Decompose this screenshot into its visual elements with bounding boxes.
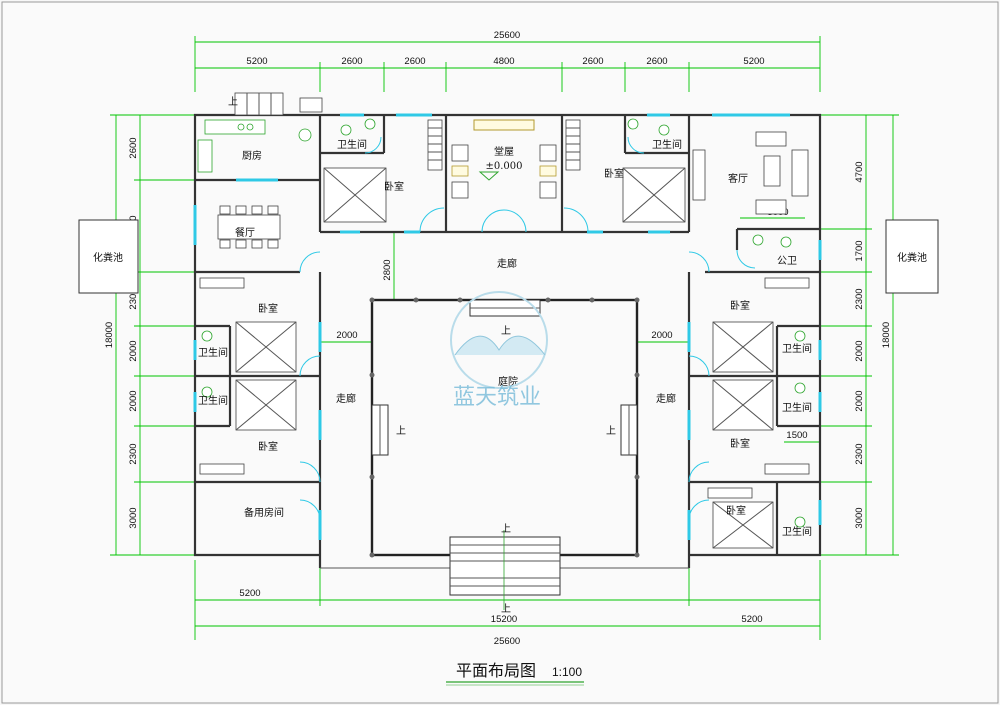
dim-top-total: 25600	[494, 30, 520, 41]
room-bath-left-2: 卫生间	[198, 394, 228, 407]
dim-left-5: 2000	[128, 390, 139, 411]
room-bath-top-right: 卫生间	[652, 138, 682, 151]
up-marker-courtyard-top: 上	[501, 325, 511, 337]
septic-tank-left	[78, 219, 139, 294]
dim-top-7: 5200	[743, 56, 764, 67]
bed-top-right	[622, 167, 686, 223]
dim-inner-bath: 1500	[786, 430, 807, 441]
drawing-scale: 1:100	[552, 665, 582, 679]
septic-left-label: 化粪池	[93, 251, 123, 264]
up-marker-courtyard-left: 上	[396, 425, 406, 437]
room-bedroom-left-2: 卧室	[258, 440, 278, 453]
courtyard-columns	[369, 297, 640, 558]
room-corridor-left: 走廊	[336, 392, 356, 405]
dim-bottom-right: 5200	[741, 614, 762, 625]
dim-right-total: 18000	[881, 322, 892, 348]
dim-left-total: 18000	[104, 322, 115, 348]
bed-left-2	[235, 379, 297, 431]
room-bath-left-1: 卫生间	[198, 346, 228, 359]
dim-top-6: 2600	[646, 56, 667, 67]
up-marker-courtyard-right: 上	[606, 425, 616, 437]
room-living: 客厅	[728, 172, 748, 185]
wing-bath-fixtures	[201, 330, 806, 528]
room-bedroom-right-1: 卧室	[730, 299, 750, 312]
bed-top-left	[323, 167, 387, 223]
exterior-stair	[234, 92, 323, 116]
dim-top-5: 2600	[582, 56, 603, 67]
dim-right-texts: 4700 1700 2300 2000 2000 2300 3000 18000	[854, 161, 892, 528]
watermark-logo	[450, 291, 548, 389]
room-bedroom-left-1: 卧室	[258, 302, 278, 315]
room-bedroom-top-right: 卧室	[604, 167, 624, 180]
up-marker-entrance-top: 上	[501, 523, 511, 535]
dim-top-2: 2600	[341, 56, 362, 67]
watermark-text: 蓝天筑业	[453, 385, 541, 410]
kitchen-fixtures	[197, 119, 312, 173]
dim-left-4: 2000	[128, 340, 139, 361]
room-courtyard: 庭院	[498, 375, 518, 388]
dimension-lines	[110, 36, 899, 640]
wardrobe-top-left	[427, 119, 443, 171]
room-spare: 备用房间	[244, 506, 284, 519]
dim-right-1: 4700	[854, 161, 865, 182]
up-marker-entrance-bottom: 上	[501, 603, 511, 615]
room-bedroom-right-3: 卧室	[726, 504, 746, 517]
room-kitchen: 厨房	[242, 149, 262, 162]
room-main-hall: 堂屋	[494, 146, 514, 158]
room-dining: 餐厅	[235, 226, 255, 239]
room-bath-right-2: 卫生间	[782, 401, 812, 414]
dim-left-3: 2300	[128, 288, 139, 309]
room-bedroom-right-2: 卧室	[730, 437, 750, 450]
room-bath-right-3: 卫生间	[782, 525, 812, 538]
top-bath-fixtures	[340, 118, 670, 136]
room-bedroom-top-left: 卧室	[384, 180, 404, 193]
septic-tank-right	[885, 219, 939, 294]
septic-right-label: 化粪池	[897, 251, 927, 264]
dim-top-3: 2600	[404, 56, 425, 67]
dim-inner-top-corridor: 2800	[382, 259, 393, 280]
bed-right-2	[712, 379, 774, 431]
room-corridor-top: 走廊	[497, 257, 517, 270]
drawing-title: 平面布局图	[456, 661, 536, 680]
bed-right-1	[712, 321, 774, 373]
dim-left-7: 3000	[128, 507, 139, 528]
dining-table	[217, 205, 281, 249]
dim-inner-right-corridor: 2000	[651, 330, 672, 341]
dim-top-4: 4800	[493, 56, 514, 67]
living-sofa	[692, 131, 809, 215]
bed-right-3	[712, 501, 774, 549]
dim-inner-left-corridor: 2000	[336, 330, 357, 341]
dim-left-1: 2600	[128, 137, 139, 158]
room-bath-right-1: 卫生间	[782, 342, 812, 355]
dim-right-6: 2300	[854, 443, 865, 464]
room-public-wc: 公卫	[777, 256, 797, 267]
dim-right-4: 2000	[854, 340, 865, 361]
elevation-mark: ±0.000	[485, 161, 522, 172]
windows	[193, 113, 822, 540]
dim-right-7: 3000	[854, 507, 865, 528]
room-corridor-right: 走廊	[656, 392, 676, 405]
dim-left-6: 2300	[128, 443, 139, 464]
dim-top-1: 5200	[246, 56, 267, 67]
courtyard-steps	[371, 299, 638, 456]
dim-right-3: 2300	[854, 288, 865, 309]
room-bath-top-left: 卫生间	[337, 138, 367, 151]
dim-bottom-mid: 15200	[491, 614, 517, 625]
dim-bottom-total: 25600	[494, 636, 520, 647]
public-wc-fixtures	[752, 234, 792, 248]
wardrobe-top-right	[565, 119, 581, 171]
up-marker-stair: 上	[228, 96, 238, 108]
bed-left-1	[235, 321, 297, 373]
wing-wardrobes	[199, 277, 810, 499]
dim-bottom-left: 5200	[239, 588, 260, 599]
entrance-steps	[449, 530, 561, 610]
main-hall-furniture	[451, 119, 557, 199]
dim-right-5: 2000	[854, 390, 865, 411]
dim-right-2: 1700	[854, 240, 865, 261]
